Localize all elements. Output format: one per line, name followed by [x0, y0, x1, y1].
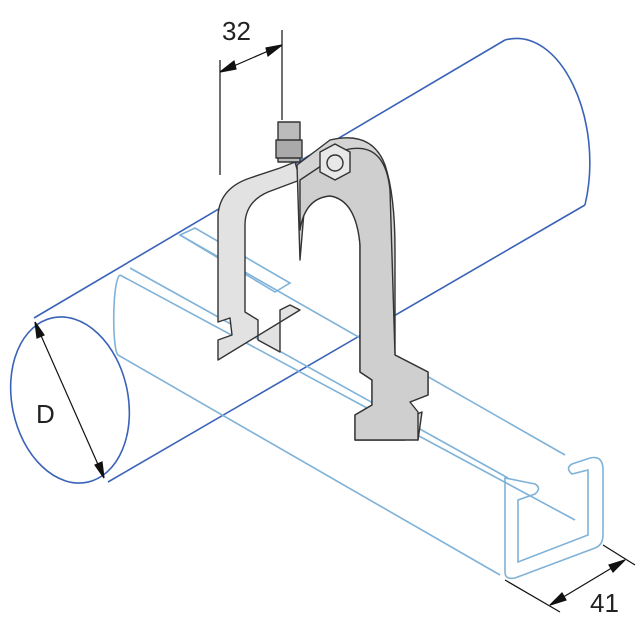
channel-strut	[112, 227, 604, 580]
channel-bottom-edge	[117, 354, 501, 576]
channel-left-end	[112, 274, 121, 356]
bolt-head-center	[326, 154, 344, 172]
dimension-label-41: 41	[590, 588, 619, 618]
clamp-back-half	[217, 161, 301, 361]
pipe-right-end	[504, 37, 591, 206]
pipe-bottom-edge	[107, 204, 586, 483]
arrow-right-icon	[608, 559, 626, 573]
dimension-line	[34, 321, 105, 479]
bolt	[275, 121, 351, 181]
bolt-head-icon	[319, 143, 351, 181]
dimension-41	[504, 544, 636, 613]
dimension-label-d: D	[36, 399, 55, 429]
pipe-clamp	[217, 121, 429, 441]
arrow-left-icon	[219, 59, 237, 73]
pipe	[9, 37, 591, 484]
extension-line-left	[504, 579, 561, 613]
extension-line-right	[602, 544, 636, 566]
pipe-left-end	[9, 316, 131, 484]
arrow-right-icon	[265, 44, 283, 58]
bolt-nut	[275, 139, 303, 159]
channel-top-inner	[129, 267, 509, 479]
channel-cross-section	[504, 456, 604, 580]
arrow-bottom-icon	[94, 461, 105, 479]
channel-top-edge	[119, 274, 576, 521]
dimension-32	[219, 30, 283, 175]
clamp-front-face	[299, 147, 429, 441]
dimension-d	[34, 321, 105, 479]
arrow-top-icon	[34, 321, 45, 339]
arrow-left-icon	[549, 592, 567, 606]
dimension-label-32: 32	[222, 16, 251, 46]
